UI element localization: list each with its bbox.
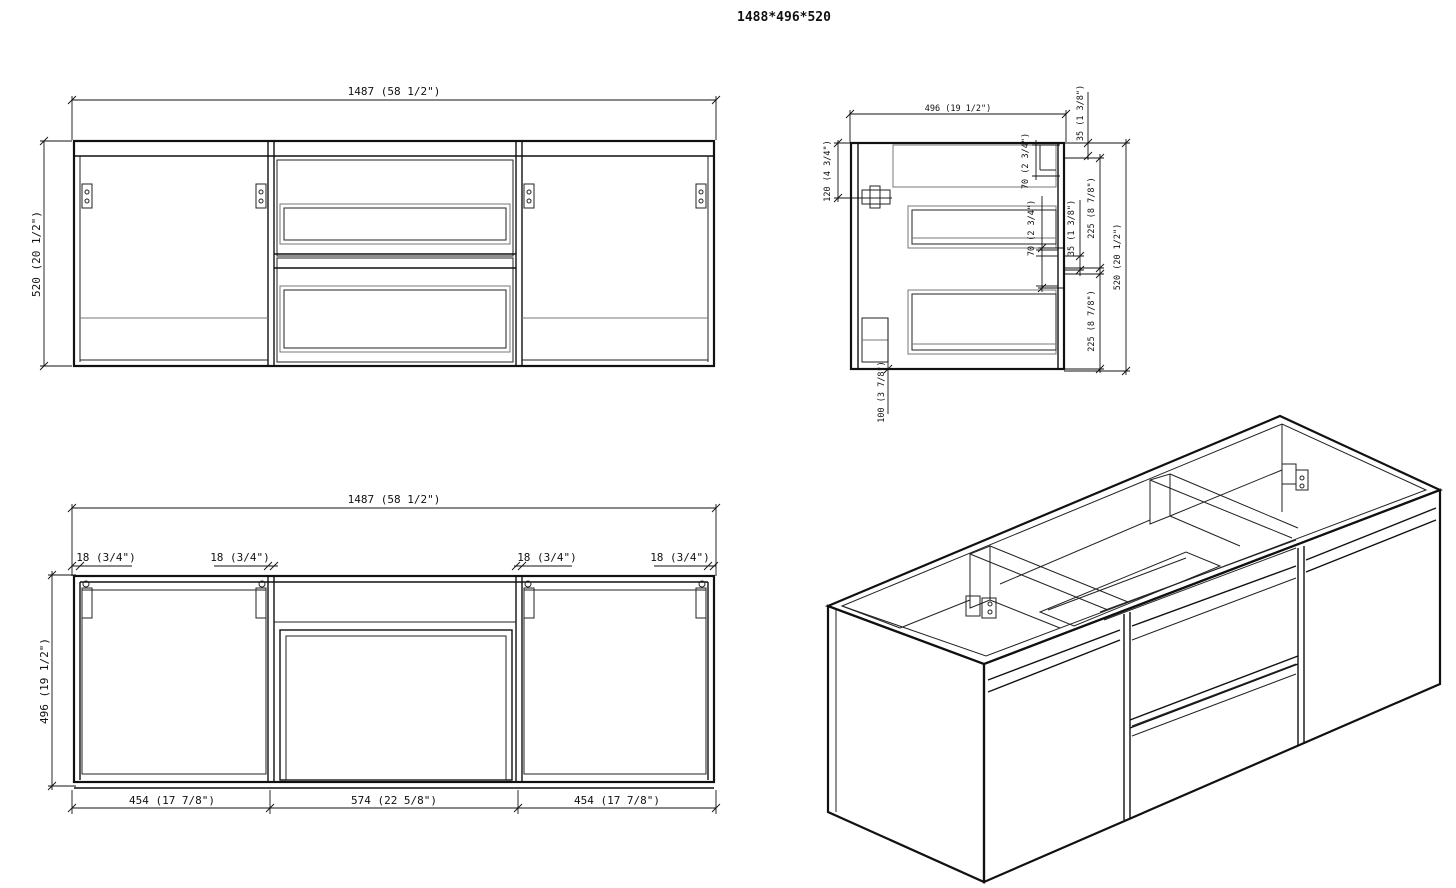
- side-upper-height-label: 120 (4 3/4"): [823, 140, 833, 201]
- top-section-label-2: 574 (22 5/8"): [351, 794, 437, 807]
- side-depth-label: 496 (19 1/2"): [925, 104, 992, 114]
- side-mid-label: 35 (1 3/8"): [1067, 200, 1077, 256]
- top-depth-label: 496 (19 1/2"): [38, 638, 51, 724]
- side-view: 496 (19 1/2") 120 (4 3/4"): [823, 85, 1131, 423]
- side-drawer-lower-label: 225 (8 7/8"): [1087, 290, 1097, 351]
- side-base-label: 100 (3 7/8"): [877, 361, 887, 422]
- side-gap-label: 70 (2 3/4"): [1021, 133, 1031, 189]
- top-panel-label-1: 18 (3/4"): [76, 551, 136, 564]
- side-total-height-label: 520 (20 1/2"): [1113, 224, 1123, 291]
- isometric-view: [825, 414, 1443, 884]
- top-panel-label-2: 18 (3/4"): [210, 551, 270, 564]
- side-drawer-upper-label: 225 (8 7/8"): [1087, 177, 1097, 238]
- top-width-label: 1487 (58 1/2"): [348, 493, 441, 506]
- side-gap2-label: 70 (2 3/4"): [1027, 200, 1037, 256]
- drawing-title: 1488*496*520: [737, 10, 831, 25]
- front-view: 1487 (58 1/2") 520 (20 1/2"): [30, 85, 721, 371]
- top-panel-label-4: 18 (3/4"): [650, 551, 710, 564]
- top-section-label-3: 454 (17 7/8"): [574, 794, 660, 807]
- top-section-label-1: 454 (17 7/8"): [129, 794, 215, 807]
- top-panel-label-3: 18 (3/4"): [517, 551, 577, 564]
- top-view: 1487 (58 1/2") 18 (3/4") 18 (3/4") 18 (3…: [38, 493, 721, 814]
- front-height-label: 520 (20 1/2"): [30, 211, 43, 297]
- side-top-thickness-label: 35 (1 3/8"): [1076, 85, 1086, 141]
- front-width-label: 1487 (58 1/2"): [348, 85, 441, 98]
